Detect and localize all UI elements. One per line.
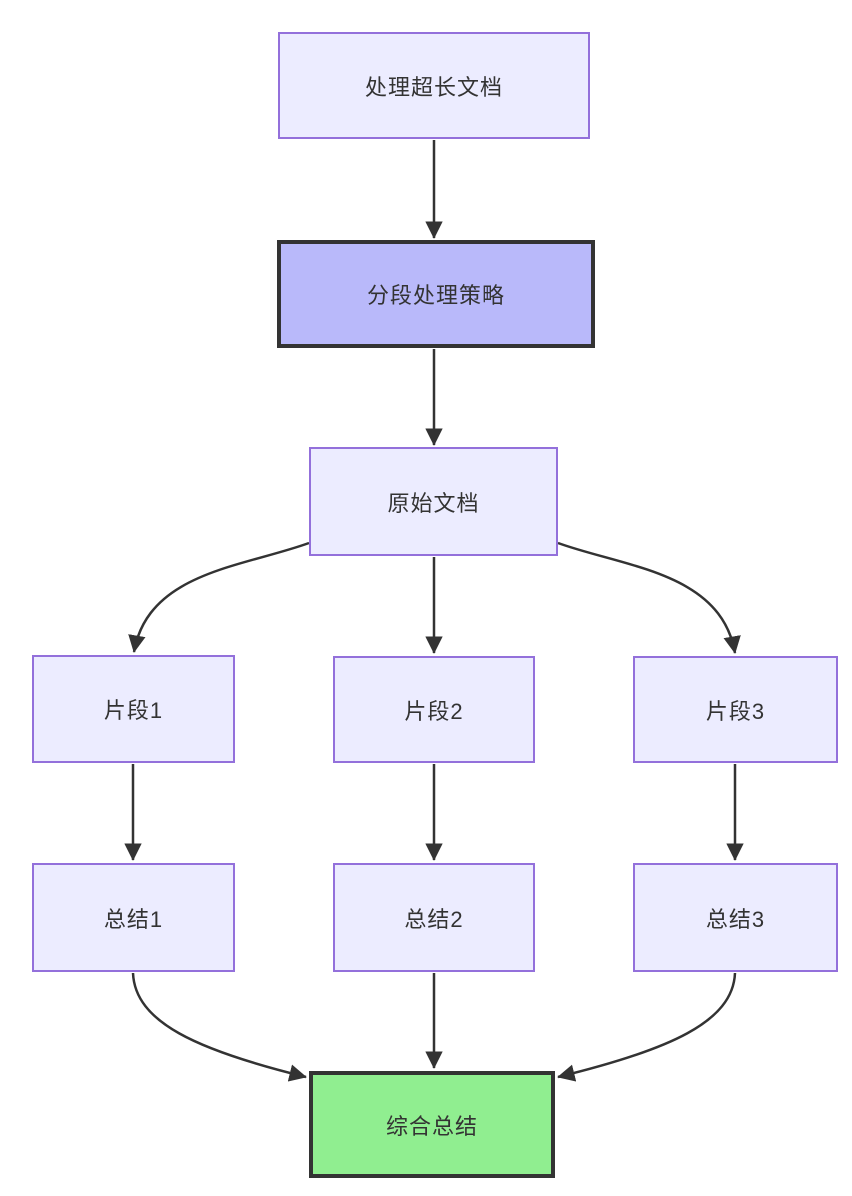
node-process-long-document: 处理超长文档 [278, 32, 590, 139]
node-fragment-3: 片段3 [633, 656, 838, 763]
node-fragment-1: 片段1 [32, 655, 235, 763]
node-summary-1: 总结1 [32, 863, 235, 972]
edge-E3-F [557, 972, 737, 1082]
node-summary-2: 总结2 [333, 863, 535, 972]
node-original-document: 原始文档 [309, 447, 558, 556]
node-combined-summary: 综合总结 [309, 1071, 555, 1178]
node-summary-3: 总结3 [633, 863, 838, 972]
node-segmentation-strategy: 分段处理策略 [277, 240, 595, 348]
edge-C-D1 [128, 541, 310, 653]
edge-E1-F [131, 972, 307, 1082]
edge-C-D3 [557, 541, 741, 654]
node-fragment-2: 片段2 [333, 656, 535, 763]
